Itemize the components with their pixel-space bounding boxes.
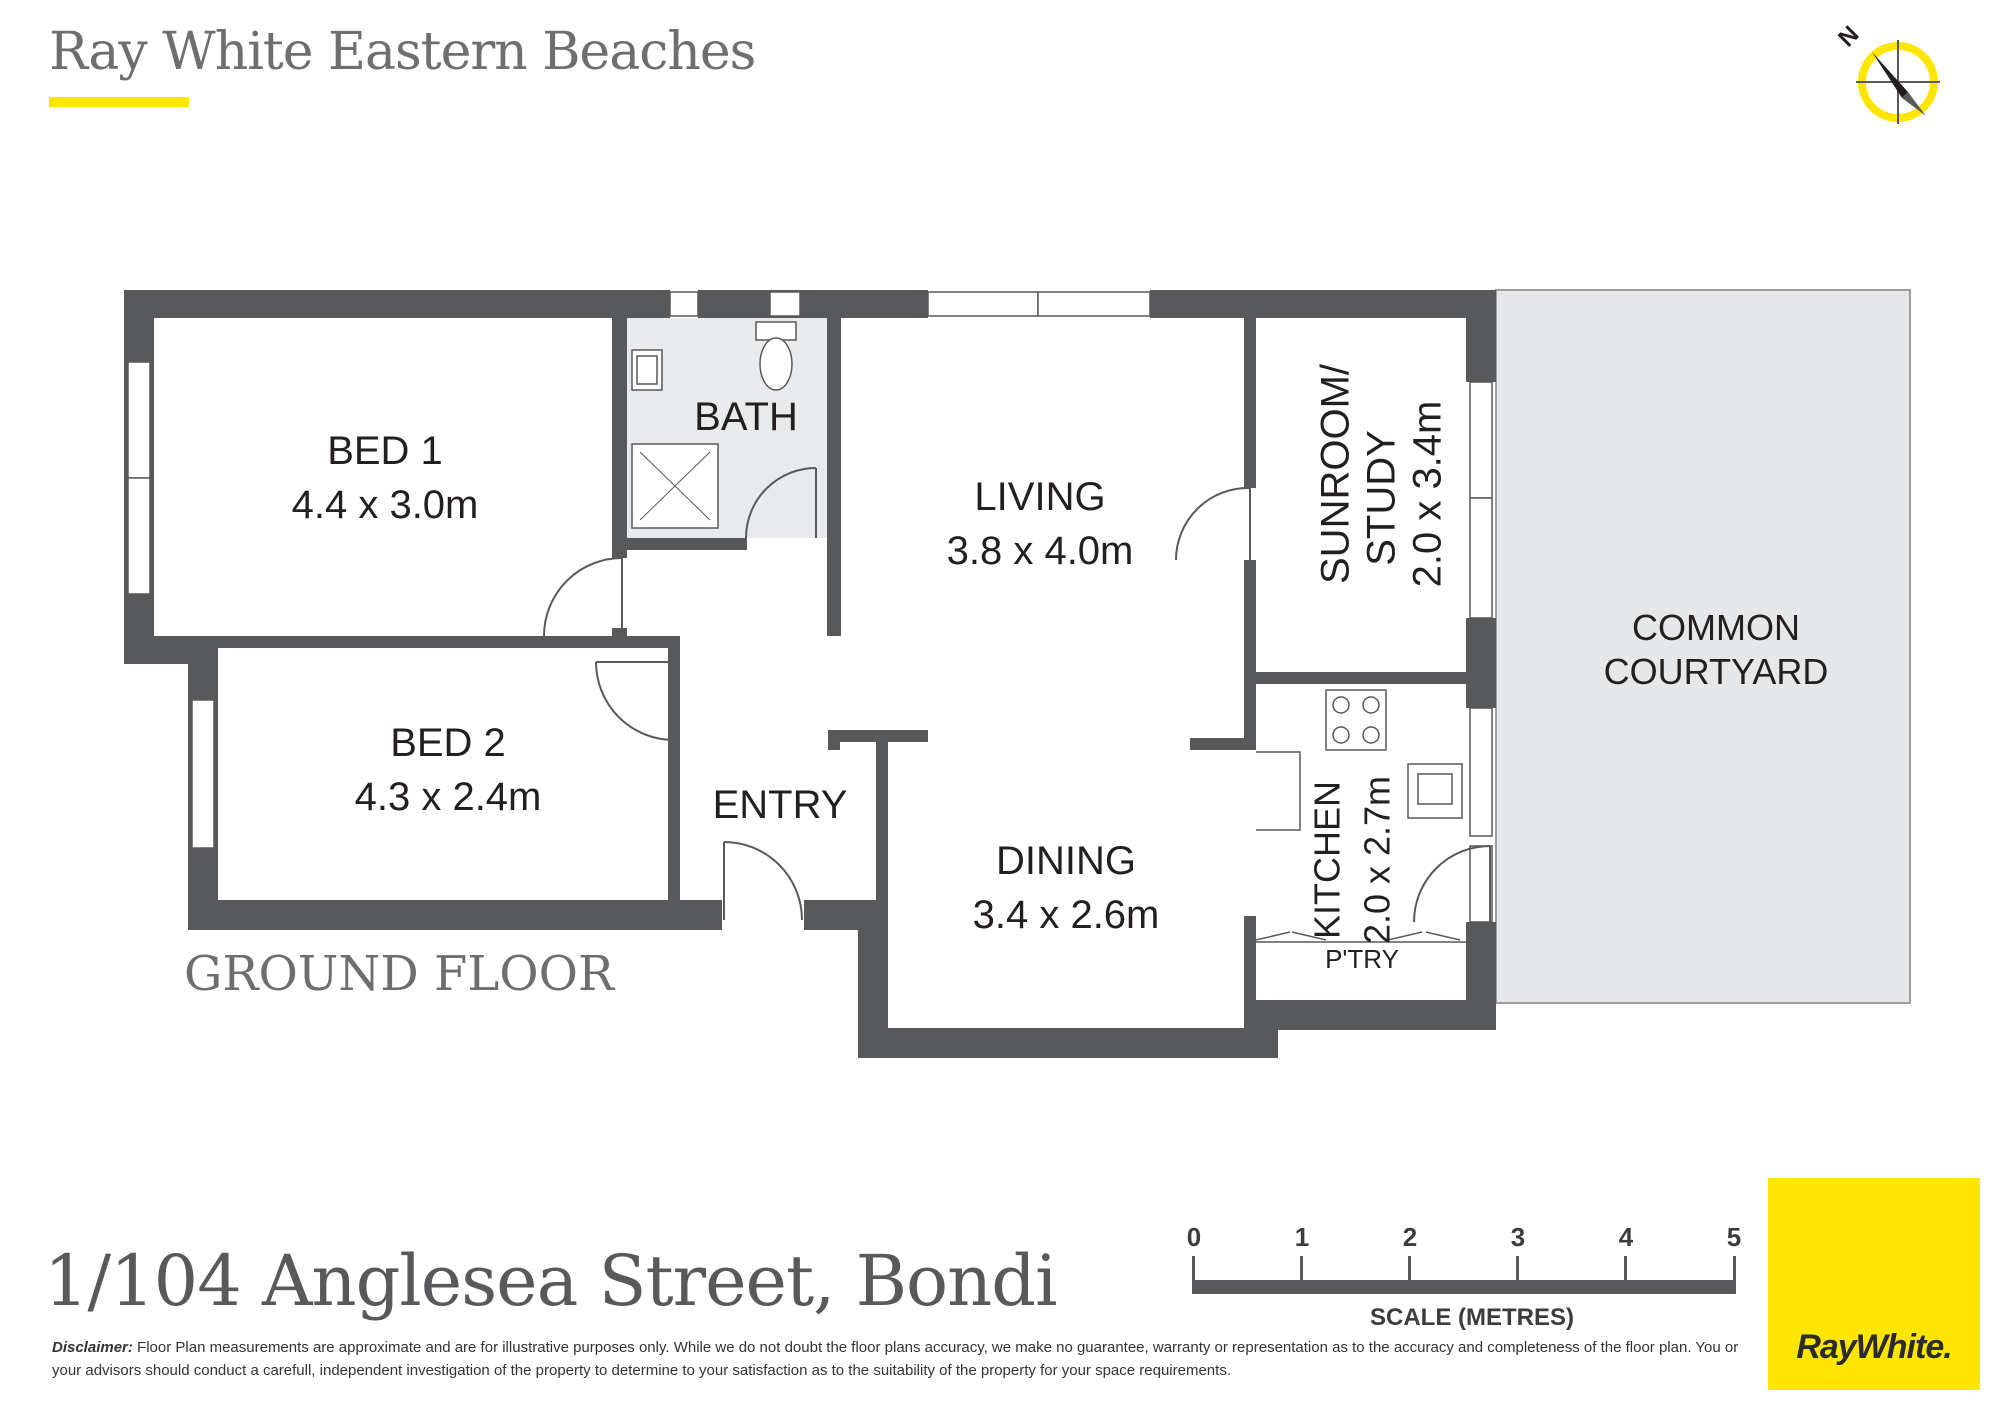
scale-tick-2: 2 [1403,1222,1417,1252]
doors [543,467,1491,943]
disclaimer: Disclaimer: Floor Plan measurements are … [52,1336,1752,1382]
bed2-size: 4.3 x 2.4m [355,775,542,819]
bath-fixtures [631,321,797,529]
walls [124,290,1496,1058]
bed2-label: BED 2 [390,721,506,765]
room-labels: BED 1 4.4 x 3.0m BATH LIVING 3.8 x 4.0m … [292,363,1829,974]
compass-icon: N [1833,21,1940,124]
entry-label: ENTRY [713,783,848,827]
scale-ticks [1192,1256,1736,1282]
scale-tick-0: 0 [1187,1222,1201,1252]
courtyard-area [1495,289,1911,1004]
sunroom-label-line2: STUDY [1360,430,1404,566]
brand-underline [49,97,189,107]
windows [127,291,1493,923]
scale-tick-5: 5 [1727,1222,1741,1252]
living-label: LIVING [974,475,1105,519]
raywhite-logo: RayWhite. [1768,1178,1980,1390]
logo-text: RayWhite. [1796,1328,1952,1366]
floor-label: GROUND FLOOR [184,946,616,1002]
dining-label: DINING [996,839,1136,883]
kitchen-size: 2.0 x 2.7m [1357,776,1398,944]
kitchen-fixtures [1256,689,1463,831]
scale-tick-3: 3 [1511,1222,1525,1252]
sunroom-size: 2.0 x 3.4m [1406,401,1450,588]
pantry-label: P'TRY [1325,944,1399,974]
sunroom-label-line1: SUNROOM/ [1314,363,1358,584]
living-size: 3.8 x 4.0m [947,529,1134,573]
scale-bar: 0 1 2 3 4 5 [1187,1222,1741,1294]
scale-bar-line [1192,1280,1736,1294]
scale-tick-1: 1 [1295,1222,1309,1252]
courtyard-label-line2: COURTYARD [1604,651,1829,692]
property-address: 1/104 Anglesea Street, Bondi [44,1240,1057,1322]
kitchen-label: KITCHEN [1307,781,1348,939]
bath-label: BATH [694,395,798,439]
scale-title: SCALE (METRES) [1370,1304,1574,1331]
bed1-label: BED 1 [327,429,443,473]
dining-size: 3.4 x 2.6m [973,893,1160,937]
disclaimer-text: Floor Plan measurements are approximate … [52,1339,1739,1379]
scale-tick-4: 4 [1619,1222,1634,1252]
courtyard-label-line1: COMMON [1632,607,1800,648]
compass-north-label: N [1833,21,1864,52]
bed1-size: 4.4 x 3.0m [292,483,479,527]
disclaimer-label: Disclaimer: [52,1339,133,1356]
brand-title: Ray White Eastern Beaches [49,22,756,82]
